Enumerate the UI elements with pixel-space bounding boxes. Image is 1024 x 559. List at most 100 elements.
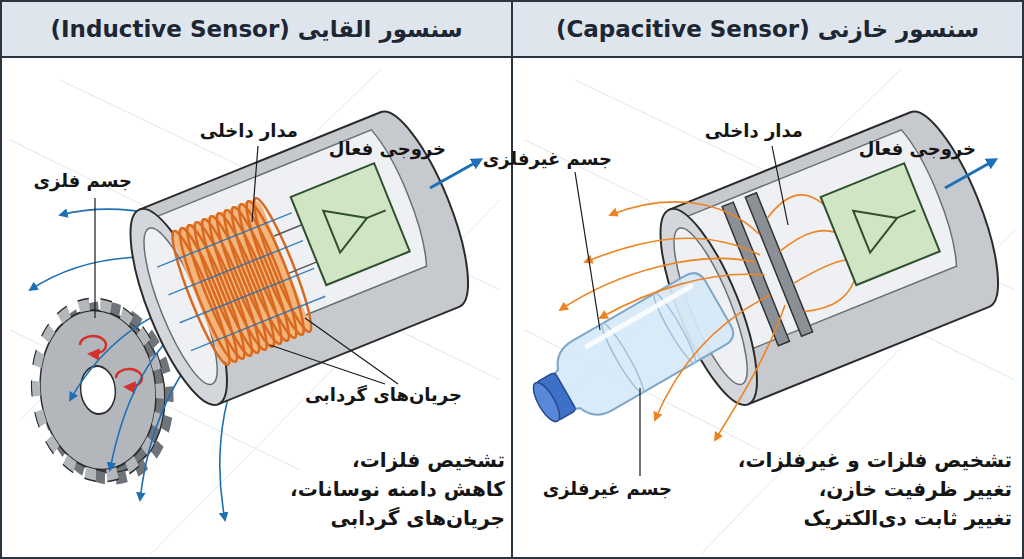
- bottle-rib: [597, 320, 647, 395]
- field-line: [610, 202, 760, 235]
- coil-core: [170, 197, 312, 366]
- coil-turn: [224, 203, 296, 344]
- background-grid: [10, 70, 1015, 555]
- bottle-body: [544, 268, 738, 426]
- field-line: [600, 274, 765, 318]
- coil-wire: [274, 225, 317, 273]
- coil-turn: [172, 224, 244, 365]
- part-label: مدار داخلی: [200, 120, 298, 142]
- grid-line: [525, 140, 1015, 380]
- metal-gear: [23, 291, 178, 488]
- part-label: جریان‌های گردابی: [305, 384, 462, 406]
- gear-face: [32, 304, 163, 475]
- leader-line: [270, 345, 385, 384]
- amplifier-symbol: [323, 197, 375, 253]
- panel-heading: سنسور القایی (Inductive Sensor): [51, 16, 463, 42]
- grid-line: [10, 140, 500, 380]
- leader-line: [94, 198, 95, 318]
- coil-turn: [217, 206, 289, 347]
- magnetic-field: [30, 209, 250, 520]
- front-opening: [131, 221, 231, 392]
- bottle-highlight: [587, 286, 691, 346]
- description-line: تغییر ظرفیت خازن،: [819, 477, 1012, 501]
- field-line: [763, 187, 824, 226]
- field-line: [655, 295, 770, 420]
- coil-turn: [246, 194, 318, 335]
- coil-turn: [202, 212, 274, 353]
- header-band: سنسور خازنی (Capacitive Sensor): [513, 2, 1022, 58]
- header-band: سنسور القایی (Inductive Sensor): [2, 2, 511, 58]
- gear-teeth-outline: [23, 292, 174, 489]
- leader-line: [772, 146, 788, 225]
- grid-line: [700, 230, 1015, 555]
- coil-turn: [165, 227, 237, 368]
- description-line: تغییر ثابت دی‌الکتریک: [804, 506, 1012, 530]
- coil-turn: [239, 197, 311, 338]
- amplifier-symbol: [853, 197, 905, 253]
- part-label: مدار داخلی: [705, 120, 803, 142]
- field-line: [110, 305, 215, 470]
- gear-side-teeth: [36, 301, 177, 485]
- grid-line: [20, 70, 380, 420]
- coil-turn: [194, 215, 266, 356]
- inner-field: [157, 213, 325, 351]
- field-line: [778, 224, 835, 254]
- part-label: جسم غیرفلزی: [483, 148, 612, 170]
- grid-line: [60, 80, 500, 290]
- capacitor-plate: [745, 193, 812, 337]
- eddy-loop: [116, 369, 142, 387]
- leader-line: [575, 172, 600, 330]
- bottle-cap-top: [529, 379, 565, 425]
- coil-turn: [209, 209, 281, 350]
- output-label: خروجی فعال: [329, 138, 446, 160]
- sensor-panel: سنسور خازنی (Capacitive Sensor): [511, 0, 1024, 559]
- sensor-panel: سنسور القایی (Inductive Sensor): [0, 0, 513, 559]
- grid-line: [10, 330, 300, 470]
- coil-turn: [187, 218, 259, 359]
- description-line: جریان‌های گردابی: [330, 506, 505, 530]
- grid-line: [150, 200, 500, 555]
- coil-winding: [165, 194, 319, 368]
- bottle-cap: [535, 372, 576, 421]
- field-line: [191, 296, 325, 350]
- output-arrow: [430, 160, 480, 188]
- part-label: جسم غیرفلزی: [543, 478, 672, 500]
- field-line: [585, 238, 760, 262]
- sensor-housing: [669, 101, 1017, 404]
- front-opening: [661, 221, 761, 392]
- field-line: [157, 213, 291, 267]
- field-line: [560, 259, 755, 310]
- grid-line: [575, 80, 1015, 290]
- description-line: تشخیص فلزات و غیرفلزات،: [738, 448, 1012, 472]
- output-arrow: [945, 160, 995, 188]
- part-label: جسم فلزی: [34, 170, 133, 192]
- sensor-housing: [139, 101, 487, 404]
- electric-field: [560, 202, 785, 440]
- field-line: [140, 320, 230, 500]
- field-line: [220, 335, 250, 520]
- grid-line: [525, 330, 760, 450]
- field-line: [792, 258, 847, 283]
- output-label: خروجی فعال: [859, 138, 976, 160]
- field-line: [168, 241, 302, 295]
- field-line: [60, 209, 240, 250]
- capacitive-sensor: [642, 101, 1017, 416]
- field-line: [715, 305, 785, 440]
- gear-hole: [78, 364, 117, 415]
- inductive-sensor: [112, 101, 487, 416]
- capacitor-plate: [722, 202, 789, 346]
- inner-field: [763, 187, 860, 316]
- leader-line: [252, 146, 258, 222]
- leader-line: [305, 318, 398, 384]
- grid-line: [540, 70, 900, 420]
- front-flange: [112, 198, 246, 415]
- eddy-loop: [80, 336, 106, 354]
- gear-side: [41, 307, 172, 478]
- coil-turn: [232, 200, 304, 341]
- field-line: [30, 257, 230, 290]
- description-line: کاهش دامنه نوسانات،: [290, 477, 505, 501]
- amplifier-output: [367, 210, 386, 217]
